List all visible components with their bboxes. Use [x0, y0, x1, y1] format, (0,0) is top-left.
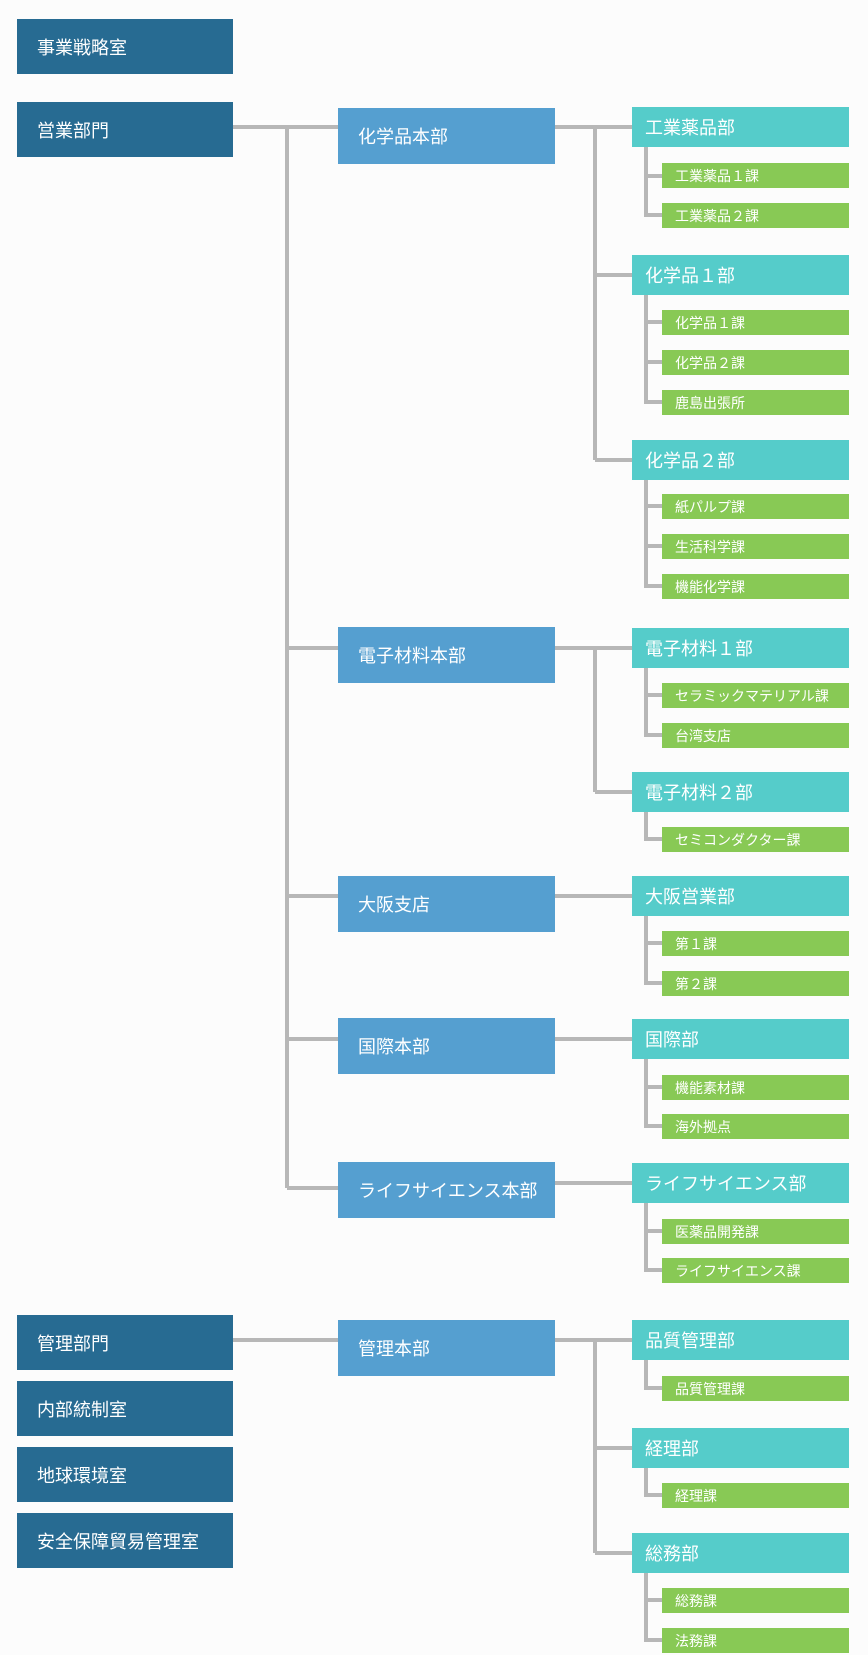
chem1-dept-label: 化学品１部: [645, 266, 735, 287]
strategy-office-box: 事業戦略室: [17, 19, 233, 74]
internal-control-label: 内部統制室: [37, 1399, 127, 1421]
osaka-sales-dept-box: 大阪営業部: [632, 876, 849, 916]
trade-control-label: 安全保障貿易管理室: [37, 1531, 199, 1553]
section-box: 医薬品開発課: [662, 1219, 849, 1244]
general-affairs-dept-label: 総務部: [645, 1544, 699, 1565]
section-label: 化学品１課: [675, 315, 745, 332]
section-box: 法務課: [662, 1628, 849, 1653]
admin-hq-box: 管理本部: [338, 1320, 555, 1376]
section-label: 海外拠点: [675, 1119, 731, 1136]
chem2-dept-label: 化学品２部: [645, 451, 735, 472]
quality-dept-box: 品質管理部: [632, 1320, 849, 1360]
osaka-sales-dept-label: 大阪営業部: [645, 887, 735, 908]
section-label: セラミックマテリアル課: [675, 688, 829, 705]
section-label: 化学品２課: [675, 355, 745, 372]
section-label: ライフサイエンス課: [675, 1263, 801, 1280]
section-box: ライフサイエンス課: [662, 1258, 849, 1283]
section-box: 機能素材課: [662, 1075, 849, 1100]
section-label: 医薬品開発課: [675, 1224, 759, 1241]
section-label: 工業薬品２課: [675, 208, 759, 225]
life-hq-label: ライフサイエンス本部: [358, 1181, 538, 1202]
strategy-office-label: 事業戦略室: [37, 37, 127, 59]
section-label: セミコンダクター課: [675, 832, 801, 849]
section-box: 工業薬品２課: [662, 203, 849, 228]
electronics-hq-box: 電子材料本部: [338, 627, 555, 683]
section-box: 第２課: [662, 971, 849, 996]
environment-office-box: 地球環境室: [17, 1447, 233, 1502]
intl-dept-label: 国際部: [645, 1030, 699, 1051]
section-box: 総務課: [662, 1588, 849, 1613]
intl-hq-box: 国際本部: [338, 1018, 555, 1074]
electronics-hq-label: 電子材料本部: [358, 646, 466, 667]
chem-hq-box: 化学品本部: [338, 108, 555, 164]
accounting-dept-box: 経理部: [632, 1428, 849, 1468]
section-label: 法務課: [675, 1633, 717, 1650]
life-dept-box: ライフサイエンス部: [632, 1163, 849, 1203]
admin-division-label: 管理部門: [37, 1333, 109, 1355]
section-label: 紙パルプ課: [675, 499, 745, 516]
quality-dept-label: 品質管理部: [645, 1331, 735, 1352]
section-label: 生活科学課: [675, 539, 745, 556]
section-box: 第１課: [662, 931, 849, 956]
elec1-dept-box: 電子材料１部: [632, 628, 849, 668]
life-dept-label: ライフサイエンス部: [645, 1174, 807, 1195]
osaka-branch-label: 大阪支店: [358, 895, 430, 916]
chem1-dept-box: 化学品１部: [632, 255, 849, 295]
section-box: 化学品２課: [662, 350, 849, 375]
industrial-dept-box: 工業薬品部: [632, 107, 849, 147]
osaka-branch-box: 大阪支店: [338, 876, 555, 932]
life-hq-box: ライフサイエンス本部: [338, 1162, 555, 1218]
section-label: 機能素材課: [675, 1080, 745, 1097]
section-box: 化学品１課: [662, 310, 849, 335]
section-box: 鹿島出張所: [662, 390, 849, 415]
section-box: 機能化学課: [662, 574, 849, 599]
environment-office-label: 地球環境室: [37, 1465, 127, 1487]
section-label: 総務課: [675, 1593, 717, 1610]
section-label: 第１課: [675, 936, 717, 953]
section-label: 第２課: [675, 976, 717, 993]
admin-division-box: 管理部門: [17, 1315, 233, 1370]
chem-hq-label: 化学品本部: [358, 127, 448, 148]
elec2-dept-label: 電子材料２部: [645, 783, 753, 804]
section-box: 台湾支店: [662, 723, 849, 748]
section-box: 工業薬品１課: [662, 163, 849, 188]
accounting-dept-label: 経理部: [645, 1439, 699, 1460]
section-box: 紙パルプ課: [662, 494, 849, 519]
section-box: 品質管理課: [662, 1376, 849, 1401]
internal-control-box: 内部統制室: [17, 1381, 233, 1436]
section-label: 台湾支店: [675, 728, 731, 745]
elec1-dept-label: 電子材料１部: [645, 639, 753, 660]
section-box: 生活科学課: [662, 534, 849, 559]
industrial-dept-label: 工業薬品部: [645, 118, 735, 139]
trade-control-box: 安全保障貿易管理室: [17, 1513, 233, 1568]
section-label: 経理課: [675, 1488, 717, 1505]
section-label: 工業薬品１課: [675, 168, 759, 185]
chem2-dept-box: 化学品２部: [632, 440, 849, 480]
intl-hq-label: 国際本部: [358, 1037, 430, 1058]
general-affairs-dept-box: 総務部: [632, 1533, 849, 1573]
section-label: 機能化学課: [675, 579, 745, 596]
section-box: 経理課: [662, 1483, 849, 1508]
elec2-dept-box: 電子材料２部: [632, 772, 849, 812]
sales-division-label: 営業部門: [37, 120, 109, 142]
section-label: 鹿島出張所: [675, 395, 745, 412]
section-label: 品質管理課: [675, 1381, 745, 1398]
sales-division-box: 営業部門: [17, 102, 233, 157]
section-box: セミコンダクター課: [662, 827, 849, 852]
section-box: セラミックマテリアル課: [662, 683, 849, 708]
admin-hq-label: 管理本部: [358, 1339, 430, 1360]
intl-dept-box: 国際部: [632, 1019, 849, 1059]
section-box: 海外拠点: [662, 1114, 849, 1139]
